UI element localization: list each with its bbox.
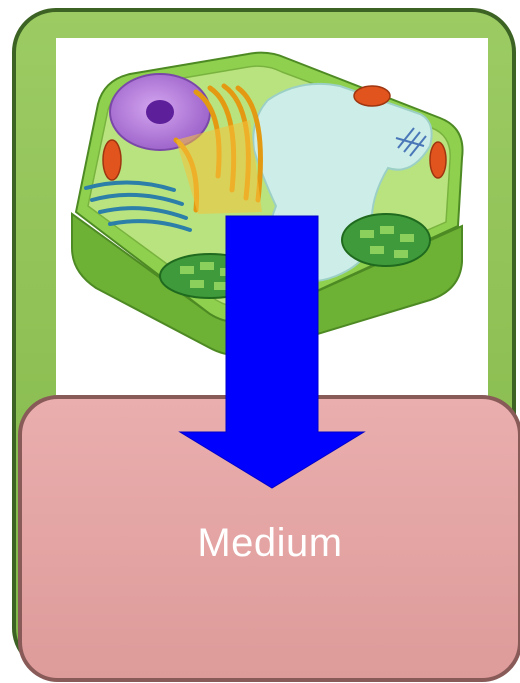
mitochondrion bbox=[103, 140, 121, 180]
